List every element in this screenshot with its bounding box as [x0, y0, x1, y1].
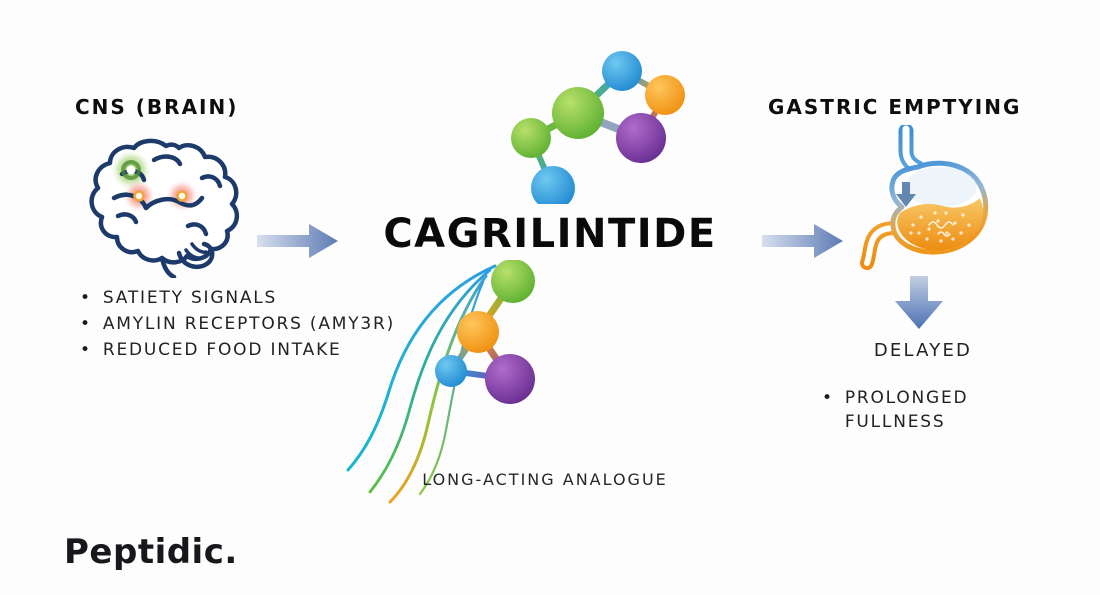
- page-title: CAGRILINTIDE: [383, 211, 717, 257]
- molecule-tails-icon: [346, 260, 535, 504]
- arrow-right-icon: [257, 224, 338, 258]
- arrow-down-icon: [895, 276, 943, 329]
- gastric-bullet: PROLONGED FULLNESS: [822, 386, 987, 434]
- cns-bullet: SATIETY SIGNALS: [80, 286, 400, 310]
- brain-icon: [89, 138, 240, 278]
- molecule-icon: [511, 51, 685, 204]
- cns-bullet: AMYLIN RECEPTORS (AMY3R): [80, 312, 400, 336]
- gastric-heading: GASTRIC EMPTYING: [768, 95, 1022, 119]
- gastric-bullet-list: PROLONGED FULLNESS: [822, 386, 987, 436]
- brand-logo: Peptidic.: [64, 532, 238, 572]
- stomach-icon: [860, 125, 989, 270]
- cns-bullet: REDUCED FOOD INTAKE: [80, 338, 400, 362]
- cns-heading: CNS (BRAIN): [75, 95, 239, 119]
- cns-bullet-list: SATIETY SIGNALS AMYLIN RECEPTORS (AMY3R)…: [80, 286, 400, 364]
- long-acting-caption: LONG-ACTING ANALOGUE: [422, 470, 668, 489]
- gastric-inflow-arrow-icon: [896, 182, 916, 207]
- arrow-right-icon: [762, 224, 843, 258]
- delayed-label: DELAYED: [873, 340, 973, 361]
